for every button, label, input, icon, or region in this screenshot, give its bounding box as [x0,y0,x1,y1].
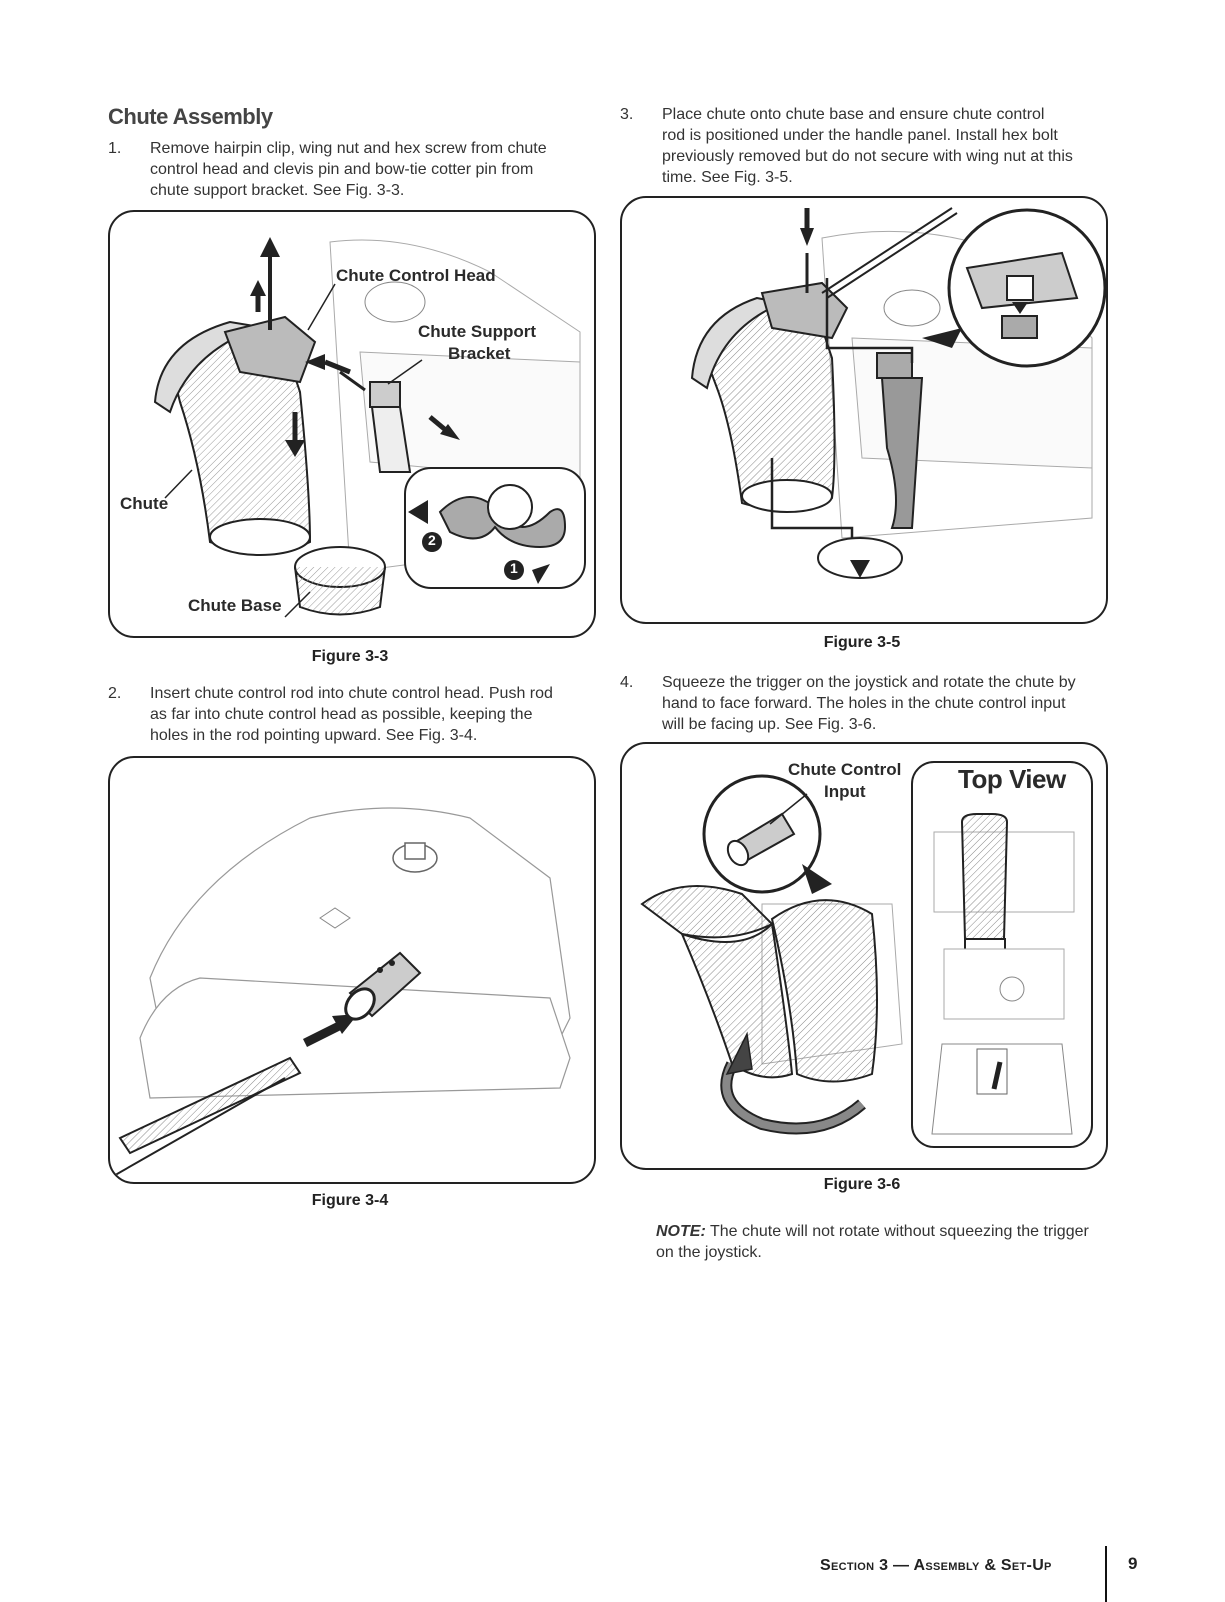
note-text: The chute will not rotate without squeez… [656,1223,1089,1261]
step-number: 2. [108,685,122,702]
step-text: Place chute onto chute base and ensure c… [662,106,1073,186]
callout-chute-control: Chute Control [788,760,902,779]
marker-2: 2 [428,532,436,548]
figure-3-5 [620,196,1108,624]
figure-3-4-illustration [110,807,571,1179]
page-number: 9 [1128,1554,1138,1573]
figure-3-4 [108,756,596,1184]
figure-3-5-illustration [690,207,1106,579]
figure-3-3: Chute Control Head Chute Support Bracket… [108,210,596,638]
step-text: Insert chute control rod into chute cont… [150,685,553,744]
caption-figure-3-3: Figure 3-3 [311,648,389,665]
callout-chute-base: Chute Base [188,596,282,615]
step-number: 3. [620,106,634,123]
caption-figure-3-4: Figure 3-4 [311,1192,389,1209]
note-label: NOTE: [656,1223,706,1240]
figure-3-6: Chute Control Input Top View [620,742,1108,1170]
callout-input: Input [824,782,866,801]
step-text: Remove hairpin clip, wing nut and hex sc… [150,140,547,199]
footer-section-title: Section 3 — Assembly & Set-Up [820,1557,1052,1574]
callout-chute: Chute [120,494,169,513]
section-heading: Chute Assembly [108,104,273,129]
callout-top-view: Top View [958,764,1066,794]
figure-3-6-illustration [640,761,1093,1148]
callout-chute-control-head: Chute Control Head [336,266,496,285]
caption-figure-3-5: Figure 3-5 [823,634,901,651]
marker-1: 1 [510,560,518,576]
footer-divider [1105,1546,1107,1602]
figure-3-3-illustration [153,237,586,618]
callout-bracket: Bracket [448,344,511,363]
callout-chute-support: Chute Support [418,322,537,341]
step-number: 1. [108,140,122,157]
step-text: Squeeze the trigger on the joystick and … [662,674,1076,733]
caption-figure-3-6: Figure 3-6 [823,1176,901,1193]
note: NOTE: The chute will not rotate without … [656,1221,1096,1263]
step-number: 4. [620,674,634,691]
